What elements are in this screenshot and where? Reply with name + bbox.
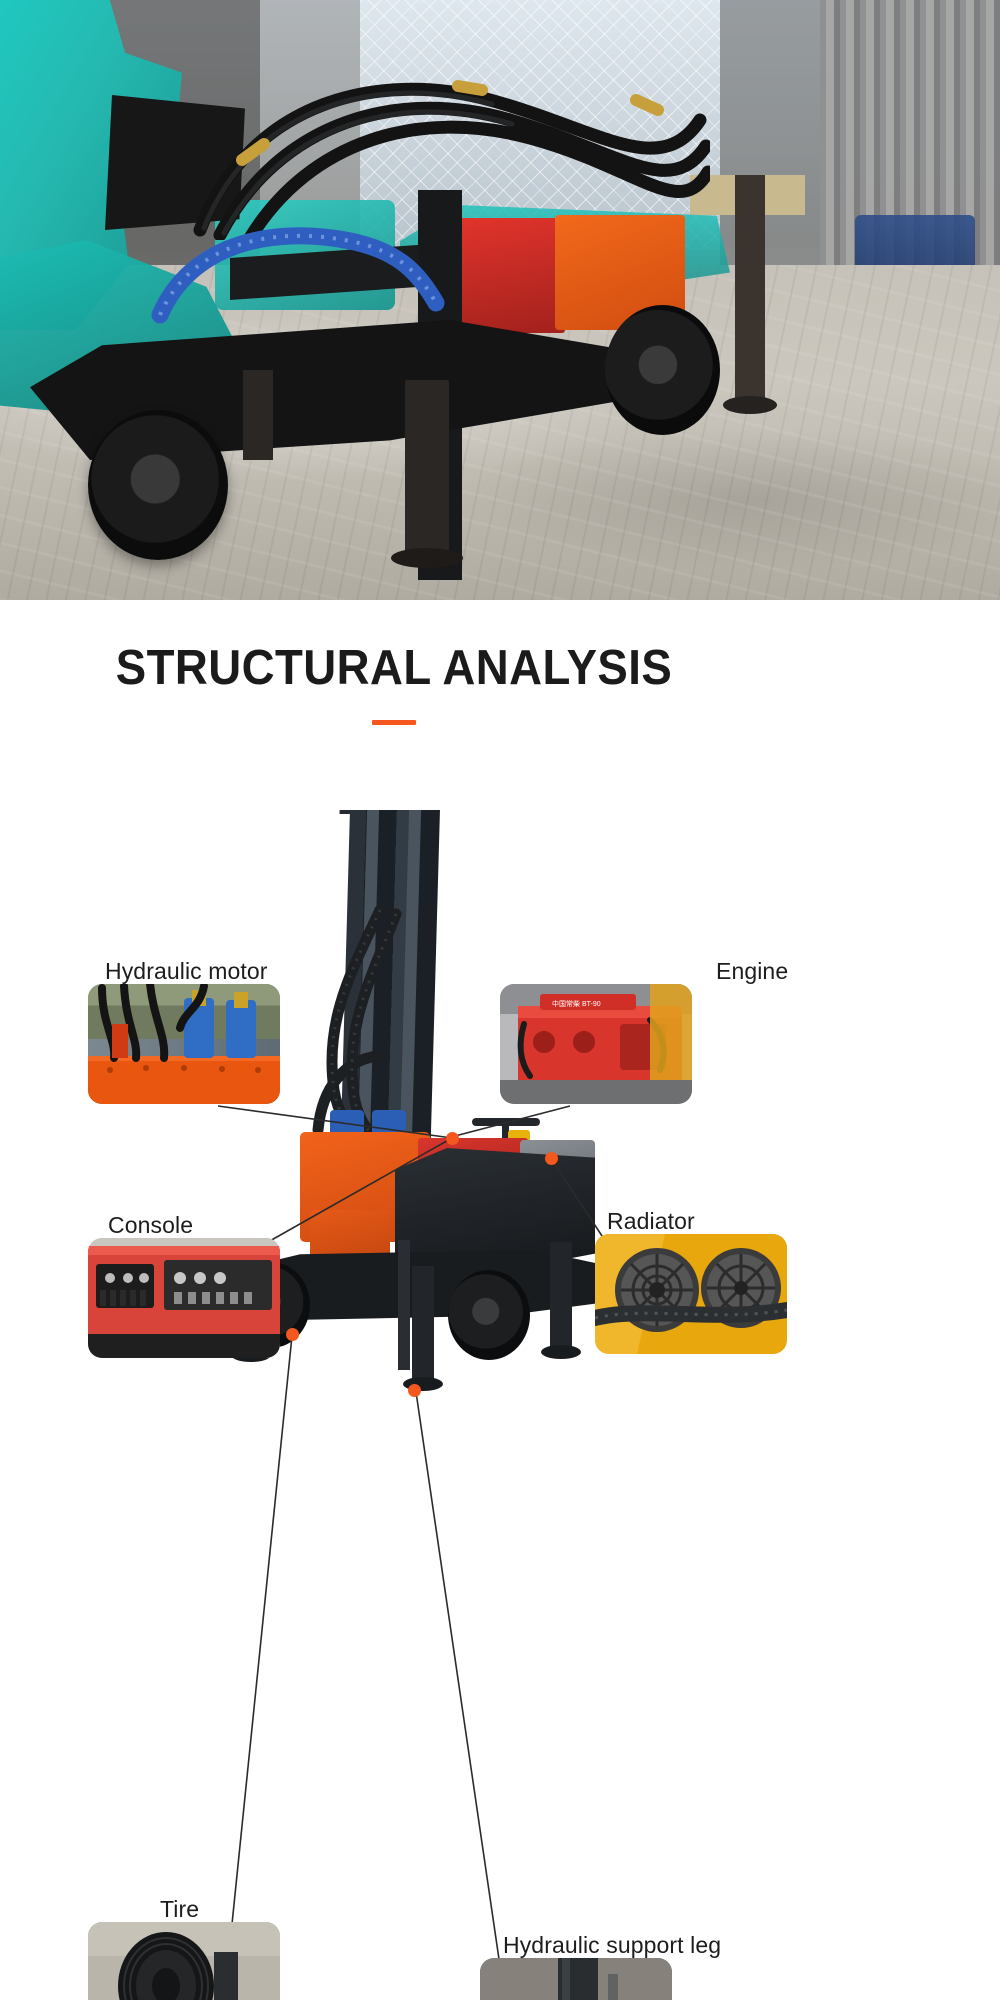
hydraulic-hoses (193, 80, 710, 240)
support-leg-right (723, 175, 777, 414)
thumb-hydraulic-motor[interactable] (88, 984, 280, 1104)
support-leg-center (391, 380, 463, 568)
thumb-hydraulic-support-leg[interactable] (480, 1958, 672, 2000)
svg-text:中国常柴 BT-90: 中国常柴 BT-90 (552, 999, 601, 1008)
main-rig-illustration (190, 780, 810, 1400)
dot-tire (286, 1328, 299, 1341)
label-hydraulic-support-leg: Hydraulic support leg (503, 1932, 722, 1958)
hero-photo (0, 0, 1000, 600)
line-radiator (551, 1159, 607, 1243)
structural-diagram: 中国常柴 BT-90 (0, 780, 1000, 2000)
red-engine (455, 218, 565, 333)
rear-tire (605, 305, 720, 435)
line-tire (231, 1335, 293, 1925)
title-divider (372, 720, 416, 725)
front-tire (88, 410, 228, 560)
dot-hydraulic-motor (446, 1132, 459, 1145)
dot-hydraulic-support-leg (408, 1384, 421, 1397)
blue-flex-hose (151, 227, 445, 324)
thumb-tire[interactable] (88, 1922, 280, 2000)
label-engine: Engine (716, 958, 789, 984)
label-tire: Tire (160, 1896, 200, 1922)
line-hydraulic-support-leg (415, 1391, 501, 1967)
label-console: Console (108, 1212, 194, 1238)
black-gearbox (105, 95, 245, 230)
title-card: STRUCTURAL ANALYSIS (70, 600, 718, 790)
thumb-console[interactable] (88, 1238, 280, 1358)
line-hydraulic-motor (217, 1105, 453, 1139)
label-radiator: Radiator (607, 1208, 695, 1234)
label-hydraulic-motor: Hydraulic motor (105, 958, 268, 984)
carry-handle-post (502, 1118, 509, 1144)
leg-right (541, 1242, 581, 1359)
page-title: STRUCTURAL ANALYSIS (115, 641, 673, 695)
support-leg-mid (243, 370, 273, 460)
tire-right (448, 1270, 530, 1360)
thumb-engine[interactable]: 中国常柴 BT-90 (500, 984, 692, 1104)
dot-radiator (545, 1152, 558, 1165)
center-post (398, 1240, 410, 1370)
thumb-radiator[interactable] (595, 1234, 787, 1354)
line-console (267, 1137, 453, 1243)
line-engine (454, 1105, 571, 1137)
callout-lines (217, 1105, 607, 1967)
